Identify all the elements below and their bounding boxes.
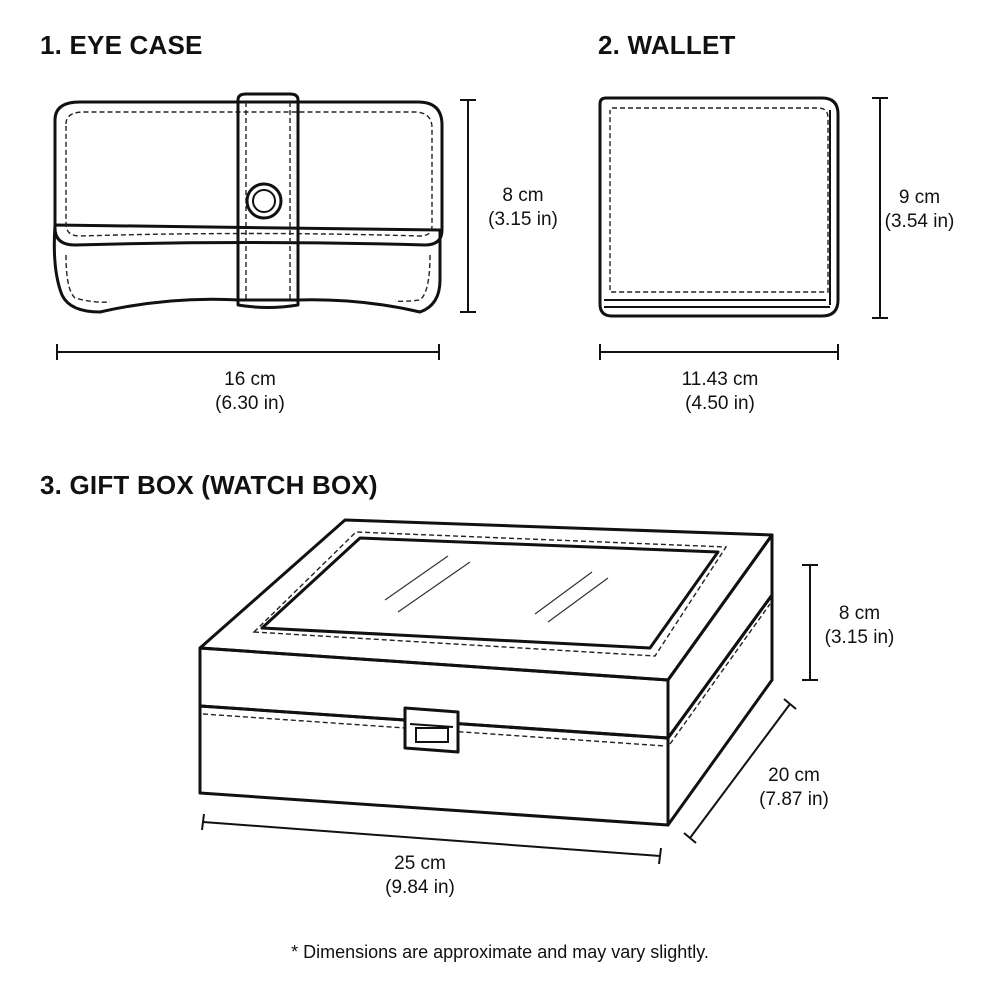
gift-box-drawing — [198, 518, 818, 865]
gift-box-title: 3. GIFT BOX (WATCH BOX) — [40, 470, 378, 500]
eye-case-height-cm: 8 cm — [502, 185, 544, 206]
gift-box-height-in: (3.15 in) — [824, 627, 895, 648]
gift-box-depth-cm: 20 cm — [768, 765, 820, 786]
wallet-width-label: 11.43 cm (4.50 in) — [655, 368, 785, 416]
gift-box-height-label: 8 cm (3.15 in) — [812, 602, 907, 650]
eye-case-height-label: 8 cm (3.15 in) — [478, 184, 568, 232]
gift-box-height-cm: 8 cm — [838, 603, 881, 624]
wallet-width-cm: 11.43 cm — [681, 369, 759, 390]
gift-box-depth-label: 20 cm (7.87 in) — [744, 764, 844, 812]
footnote: * Dimensions are approximate and may var… — [291, 942, 709, 962]
gift-box-width-label: 25 cm (9.84 in) — [360, 852, 480, 900]
eye-case-height-in: (3.15 in) — [488, 209, 558, 230]
eye-case-width-in: (6.30 in) — [215, 393, 285, 414]
wallet-title: 2. WALLET — [598, 30, 736, 60]
eye-case-width-cm: 16 cm — [224, 369, 276, 390]
gift-box-width-in: (9.84 in) — [385, 877, 455, 898]
wallet-width-in: (4.50 in) — [685, 393, 755, 414]
wallet-height-in: (3.54 in) — [884, 211, 955, 232]
gift-box-width-cm: 25 cm — [394, 853, 446, 874]
wallet-height-label: 9 cm (3.54 in) — [872, 186, 967, 234]
eye-case-drawing — [52, 92, 476, 360]
eye-case-title: 1. EYE CASE — [40, 30, 203, 60]
gift-box-depth-in: (7.87 in) — [759, 789, 829, 810]
wallet-drawing — [598, 96, 888, 360]
eye-case-width-label: 16 cm (6.30 in) — [190, 368, 310, 416]
wallet-height-cm: 9 cm — [898, 187, 941, 208]
